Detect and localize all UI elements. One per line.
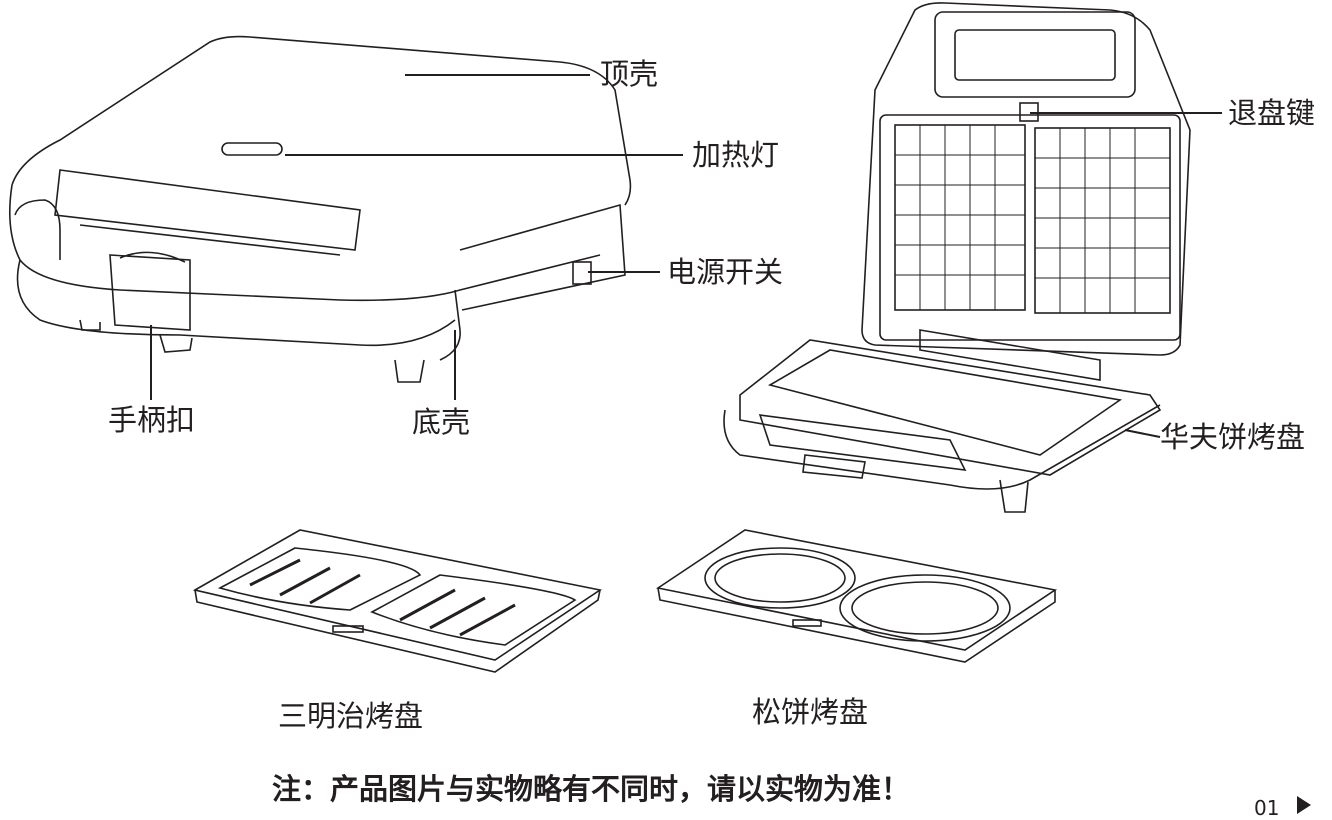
label-bottom-shell: 底壳 (412, 405, 471, 439)
triangle-right-icon (1297, 796, 1311, 814)
leader-lines (150, 74, 1222, 438)
label-handle-latch: 手柄扣 (108, 403, 196, 437)
label-release-button: 退盘键 (1228, 96, 1316, 130)
label-heating-light: 加热灯 (692, 138, 780, 172)
sandwich-plate-drawing (192, 529, 603, 673)
label-power-switch: 电源开关 (667, 255, 784, 289)
closed-appliance-drawing (8, 35, 632, 383)
page-number: 01 (1254, 796, 1280, 820)
muffin-plate-drawing (655, 529, 1058, 663)
label-top-shell: 顶壳 (600, 57, 659, 91)
label-waffle-plate: 华夫饼烤盘 (1160, 420, 1306, 454)
label-muffin-plate: 松饼烤盘 (752, 695, 869, 729)
disclaimer-note: 注：产品图片与实物略有不同时，请以实物为准！ (272, 772, 911, 806)
open-appliance-drawing (723, 2, 1191, 513)
label-sandwich-plate: 三明治烤盘 (278, 699, 424, 733)
